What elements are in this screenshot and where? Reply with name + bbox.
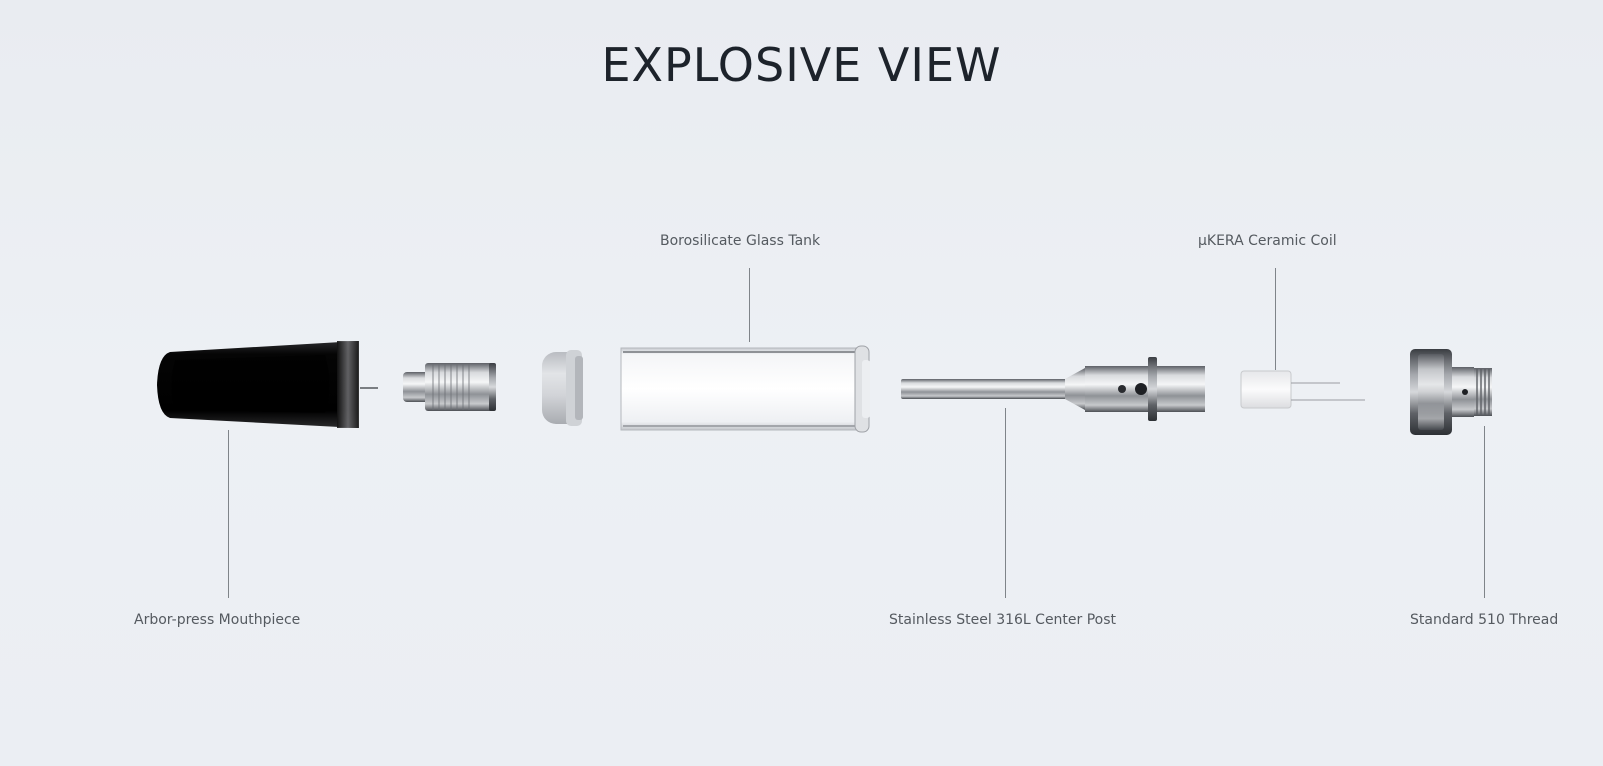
- mouthpiece-part: [157, 341, 378, 428]
- label-mouthpiece: Arbor-press Mouthpiece: [134, 612, 301, 628]
- glass-tank-part: [620, 345, 870, 433]
- leader-ceramic-coil: [1275, 268, 1276, 370]
- leader-thread: [1484, 426, 1485, 598]
- connector-part: [403, 363, 496, 411]
- page-title: EXPLOSIVE VIEW: [601, 38, 1002, 92]
- label-ceramic-coil: μKERA Ceramic Coil: [1198, 233, 1337, 249]
- center-post-part: [901, 357, 1205, 421]
- label-glass-tank: Borosilicate Glass Tank: [660, 233, 821, 249]
- label-thread: Standard 510 Thread: [1410, 612, 1559, 628]
- label-center-post: Stainless Steel 316L Center Post: [889, 612, 1117, 628]
- leader-center-post: [1005, 408, 1006, 598]
- leader-glass-tank: [749, 268, 750, 342]
- seal-part: [542, 350, 583, 426]
- leader-mouthpiece: [228, 430, 229, 598]
- thread-base-part: [1410, 349, 1492, 435]
- ceramic-coil-part: [1240, 370, 1365, 409]
